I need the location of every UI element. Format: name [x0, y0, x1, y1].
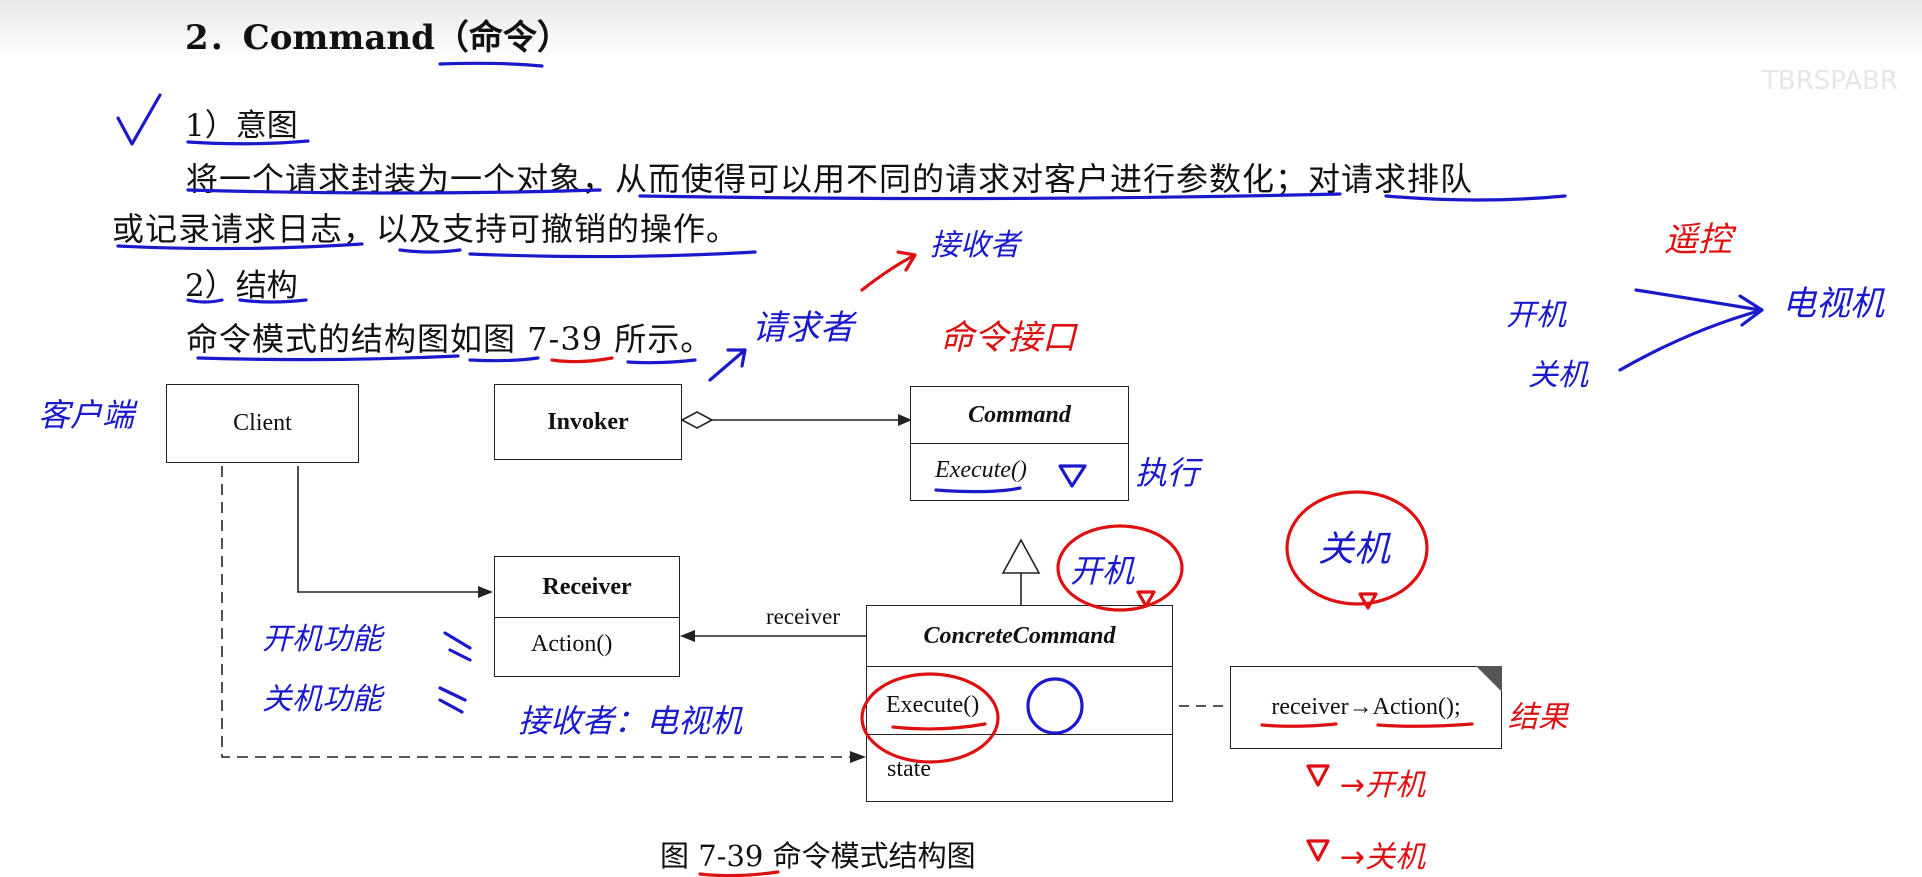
intent-heading: 1）意图 [185, 108, 298, 144]
remote-to-tv-arrows [1618, 288, 1764, 372]
arrowhead [850, 751, 866, 763]
concretecommand-class-name: ConcreteCommand [923, 622, 1116, 649]
underline-note-receiver [1260, 722, 1338, 728]
invoker-class-name: Invoker [547, 408, 629, 435]
circle-power-off [1285, 490, 1429, 606]
underline-caption-number [698, 870, 780, 877]
section-heading: 2．Command（命令） [185, 18, 571, 58]
small-triangle-off [1358, 592, 1378, 610]
note-right-on: 开机 [1506, 298, 1566, 333]
underline-structure [238, 298, 308, 304]
note-right-off: 关机 [1528, 358, 1588, 393]
small-triangle-on [1136, 590, 1156, 608]
client-receiver-link [297, 466, 478, 593]
inheritance-triangle [1001, 538, 1041, 574]
command-class: Command Execute() [910, 386, 1129, 501]
note-result: 结果 [1508, 700, 1568, 735]
arrow-to-receiver-note [860, 250, 917, 292]
receiver-class-name: Receiver [542, 573, 632, 600]
note-tv: 电视机 [1782, 284, 1884, 324]
intent-line-2: 或记录请求日志，以及支持可撤销的操作。 [112, 210, 740, 248]
underline-structure-diagram [196, 354, 460, 362]
underline-log [116, 242, 364, 251]
legend-power-on: →开机 [1340, 768, 1426, 803]
note-dogear [1476, 666, 1502, 692]
note-power-off: 关机 [1318, 529, 1391, 570]
underline-shown [626, 358, 697, 365]
watermark: TBRSPABR [1762, 66, 1898, 96]
underline-undo [468, 250, 757, 259]
underline-and [398, 248, 462, 254]
command-execute-op: Execute() [935, 457, 1027, 483]
abstract-triangle [1058, 464, 1087, 488]
note-on-function: 开机功能 [262, 622, 382, 657]
note-receiver: 接收者 [930, 228, 1020, 263]
concretecommand-execute-op: Execute() [886, 692, 980, 718]
tick-receiver-top [443, 631, 472, 662]
underline-encapsulate [186, 188, 602, 195]
note-receiver-tv: 接收者：电视机 [518, 702, 743, 740]
underline-note-action [1376, 722, 1474, 728]
underline-command [438, 61, 544, 68]
note-interface: 命令接口 [940, 318, 1076, 358]
legend-power-off: →关机 [1340, 840, 1426, 875]
circle-note-anchor [1026, 677, 1084, 735]
underline-figure [468, 356, 540, 363]
checkmark [116, 93, 162, 146]
underline-command-execute [934, 486, 1022, 494]
underline-parameterize [638, 192, 1342, 201]
concretecommand-class: ConcreteCommand Execute() state [866, 605, 1173, 802]
circle-power-on [1056, 524, 1184, 612]
receiver-action-op: Action() [531, 631, 613, 657]
underline-structure-num [186, 298, 224, 304]
note-client: 客户端 [38, 396, 135, 434]
note-requester: 请求者 [752, 308, 854, 348]
association-label: receiver [766, 604, 841, 629]
structure-heading: 2）结构 [185, 268, 298, 304]
arrow-to-requester [708, 348, 747, 382]
underline-concrete-execute [891, 722, 987, 731]
circle-concrete-execute [860, 672, 1000, 764]
arrowhead [680, 630, 695, 642]
client-class: Client [166, 384, 359, 463]
note-box: receiver→Action(); [1230, 666, 1502, 749]
triangle-legend-on [1306, 764, 1330, 787]
underline-intent [186, 139, 310, 146]
note-remote: 遥控 [1664, 220, 1732, 260]
top-shade [0, 0, 1922, 60]
note-power-on: 开机 [1070, 552, 1135, 590]
client-class-name: Client [233, 410, 292, 436]
arrowhead [898, 414, 912, 426]
figure-caption: 图 7-39 命令模式结构图 [660, 839, 976, 873]
structure-text: 命令模式的结构图如图 7-39 所示。 [186, 320, 714, 358]
tick-receiver-bottom [438, 686, 467, 714]
triangle-legend-off [1306, 839, 1330, 862]
receiver-class: Receiver Action() [494, 556, 680, 677]
client-concrete-link [221, 466, 850, 758]
command-class-name: Command [968, 401, 1071, 428]
note-off-function: 关机功能 [262, 682, 382, 717]
invoker-class: Invoker [494, 384, 682, 460]
underline-figure-number [550, 356, 614, 364]
note-execute: 执行 [1135, 454, 1200, 492]
arrowhead [478, 586, 493, 598]
underline-queue [1384, 194, 1567, 202]
note-text: receiver→Action(); [1271, 694, 1461, 720]
